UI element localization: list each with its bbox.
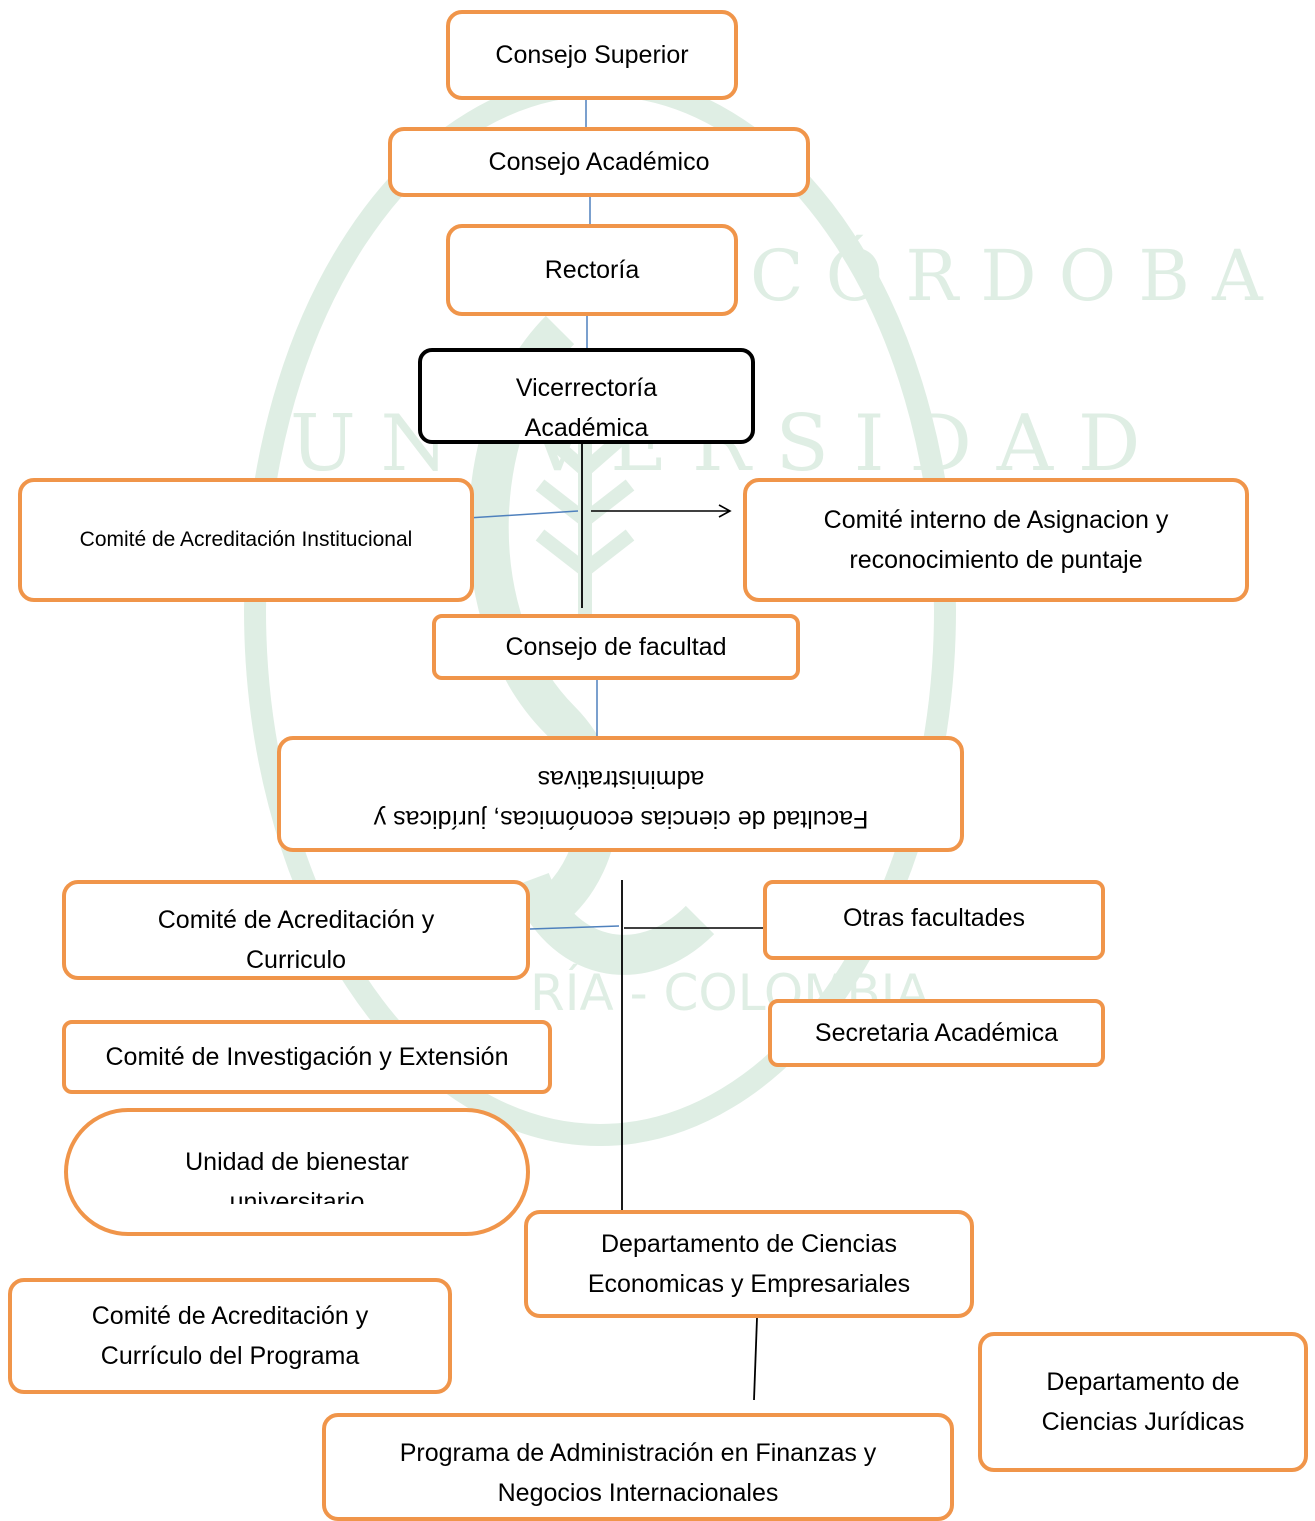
node-vicerrectoria-academica: Vicerrectoría Académica [418,348,755,444]
node-comite-acreditacion-curriculo: Comité de Acreditación y Curriculo [62,880,530,980]
node-label: Unidad de bienestar universitario [185,1148,409,1204]
connector-depto-programa [753,1317,758,1401]
node-depto-economicas: Departamento de Ciencias Economicas y Em… [524,1210,974,1318]
node-label: Comité de Acreditación y Currículo del P… [91,1302,369,1370]
node-comite-investigacion: Comité de Investigación y Extensión [62,1020,552,1094]
node-label: Comité de Investigación y Extensión [105,1043,509,1071]
connector-to-comite-curriculo [529,925,620,930]
node-label: Comité de Acreditación Institucional [79,528,413,551]
node-facultad-ciencias: Facultad de ciencias económicas, jurídic… [277,736,964,852]
node-label: Rectoría [544,256,640,284]
node-depto-juridicas: Departamento de Ciencias Jurídicas [978,1332,1308,1472]
node-unidad-bienestar: Unidad de bienestar universitario [64,1108,530,1236]
node-secretaria-academica: Secretaria Académica [768,999,1105,1067]
node-comite-programa: Comité de Acreditación y Currículo del P… [8,1278,452,1394]
node-consejo-facultad: Consejo de facultad [432,614,800,680]
node-label: Consejo Académico [488,148,710,176]
node-label: Comité interno de Asignacion y reconocim… [823,506,1169,574]
node-label: Vicerrectoría Académica [515,374,658,442]
node-label: Consejo Superior [495,41,689,69]
node-label: Secretaria Académica [814,1019,1059,1047]
node-label: Departamento de Ciencias Economicas y Em… [587,1230,911,1298]
node-label: Comité de Acreditación y Curriculo [157,906,435,974]
node-otras-facultades: Otras facultades [763,880,1105,960]
node-consejo-academico: Consejo Académico [388,127,810,197]
node-comite-acreditacion-institucional: Comité de Acreditación Institucional [18,478,474,602]
node-label: Departamento de Ciencias Jurídicas [1041,1368,1245,1436]
node-label: Programa de Administración en Finanzas y… [399,1439,877,1507]
node-comite-asignacion-puntaje: Comité interno de Asignacion y reconocim… [743,478,1249,602]
node-programa-finanzas: Programa de Administración en Finanzas y… [322,1413,954,1521]
node-label: Otras facultades [842,904,1026,932]
seal-lettering-right: C Ó R D O B A [750,235,1264,317]
node-consejo-superior: Consejo Superior [446,10,738,100]
node-label-rotated: Facultad de ciencias económicas, jurídic… [373,765,868,833]
node-label: Consejo de facultad [505,633,727,661]
node-rectoria: Rectoría [446,224,738,316]
